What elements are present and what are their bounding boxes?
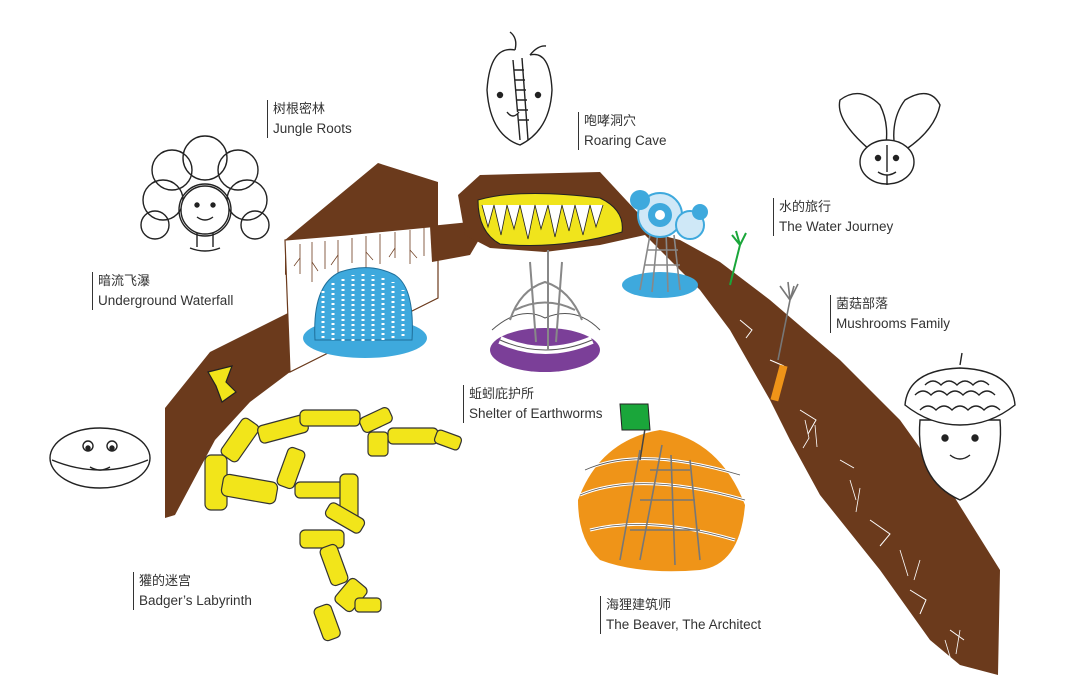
label-shelter-earthworms: 蚯蚓庇护所 Shelter of Earthworms [463, 385, 603, 423]
maple-seed-character-icon [838, 92, 941, 185]
underground-waterfall-structure [303, 267, 427, 358]
label-beaver-architect: 海狸建筑师 The Beaver, The Architect [600, 596, 761, 634]
label-water-journey: 水的旅行 The Water Journey [773, 198, 893, 236]
acorn-character-icon [904, 352, 1016, 501]
badgers-labyrinth-structure [204, 407, 463, 642]
label-underground-waterfall: 暗流飞瀑 Underground Waterfall [92, 272, 233, 310]
label-mushrooms-family: 菌菇部落 Mushrooms Family [830, 295, 950, 333]
pod-character-icon [49, 427, 151, 489]
seed-character-icon [486, 31, 553, 146]
earthworm-shelter-structure [489, 250, 603, 372]
tree-character-icon [140, 135, 270, 252]
mushrooms-family-plants [729, 230, 799, 361]
label-badgers-labyrinth: 獾的迷宫 Badger’s Labyrinth [133, 572, 252, 610]
label-jungle-roots: 树根密林 Jungle Roots [267, 100, 352, 138]
soil-wall-right [640, 230, 1000, 675]
soil-wall-roaring-cave [458, 172, 645, 252]
beaver-architect-structure [578, 403, 746, 572]
label-roaring-cave: 咆哮洞穴 Roaring Cave [578, 112, 667, 150]
water-journey-structure [622, 190, 708, 298]
